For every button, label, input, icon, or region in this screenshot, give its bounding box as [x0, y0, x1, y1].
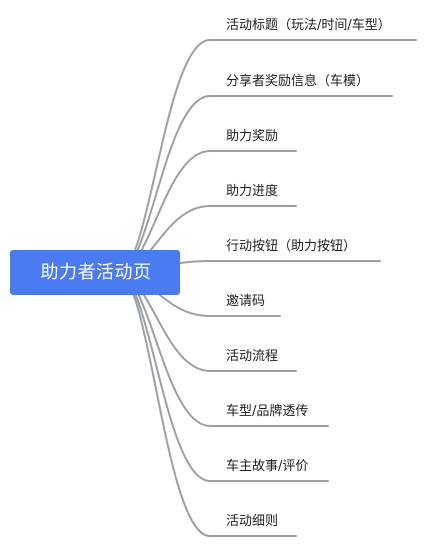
branch-label-sharer-reward: 分享者奖励信息（车模） [226, 74, 370, 89]
branch-label-assist-progress: 助力进度 [226, 184, 279, 199]
branch-label-activity-rules: 活动细则 [226, 514, 279, 529]
branch-label-owner-stories: 车主故事/评价 [226, 459, 309, 474]
root-node: 助力者活动页 [10, 250, 180, 295]
branch-label-activity-flow: 活动流程 [226, 349, 279, 364]
branch-label-invite-code: 邀请码 [226, 294, 266, 309]
branch-label-title: 活动标题（玩法/时间/车型） [226, 18, 391, 33]
branch-label-brand-passthrough: 车型/品牌透传 [226, 404, 309, 419]
branch-label-assist-reward: 助力奖励 [226, 129, 279, 144]
branch-label-action-button: 行动按钮（助力按钮） [226, 239, 357, 254]
